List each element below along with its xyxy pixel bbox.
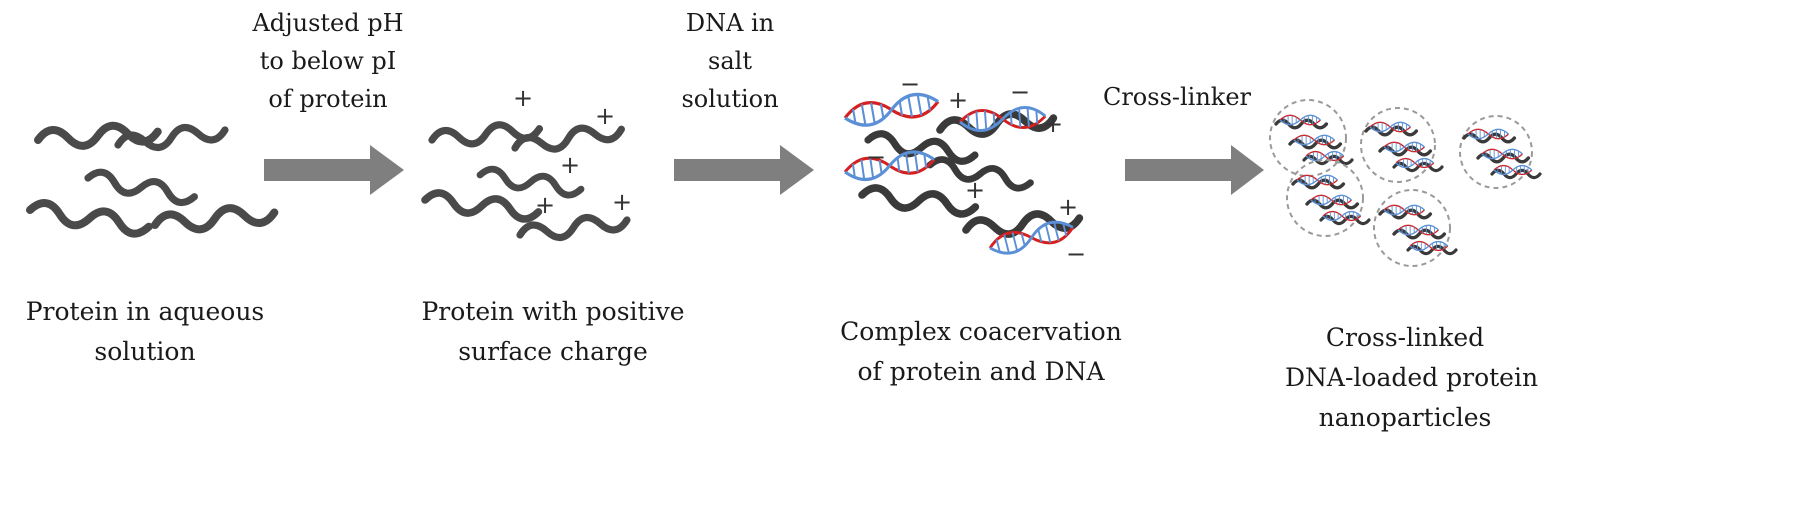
stage-4-caption: Cross-linked DNA-loaded protein nanopart… [1285, 323, 1539, 432]
negative-charge-symbol: − [1066, 240, 1086, 268]
positive-charge-symbol: + [595, 102, 615, 130]
stage-1-caption: Protein in aqueous solution [25, 297, 265, 366]
stage-2-caption: Protein with positive surface charge [421, 297, 685, 366]
step-2-label: DNA in salt solution [681, 9, 779, 113]
negative-charge-symbol: − [900, 70, 920, 98]
nanoparticle [1373, 189, 1456, 267]
positive-charge-symbol: + [1058, 193, 1078, 221]
negative-charge-symbol: − [866, 143, 886, 171]
negative-charge-symbol: − [1010, 78, 1030, 106]
arrow-2 [674, 145, 814, 195]
nanoparticle [1459, 115, 1540, 189]
positive-charge-symbol: + [965, 176, 985, 204]
stage-2-charges: + + + + + [513, 84, 632, 219]
positive-charge-symbol: + [513, 84, 533, 112]
positive-charge-symbol: + [535, 191, 555, 219]
nanoparticle [1269, 99, 1352, 177]
stage-3-caption: Complex coacervation of protein and DNA [840, 317, 1122, 386]
arrow-3 [1125, 145, 1264, 195]
positive-charge-symbol: + [612, 188, 632, 216]
step-1-label: Adjusted pH to below pI of protein [252, 9, 404, 113]
stage-2-proteins [424, 121, 628, 243]
nanoparticle [1360, 107, 1442, 183]
stage-3-charges: − + − + − + + − [866, 70, 1086, 268]
stage-1-proteins [29, 122, 276, 236]
stage-4-nanoparticles [1269, 99, 1540, 267]
arrow-1 [264, 145, 404, 195]
positive-charge-symbol: + [560, 151, 580, 179]
nanoparticle [1286, 159, 1369, 237]
step-3-label: Cross-linker [1102, 83, 1252, 111]
positive-charge-symbol: + [1043, 110, 1063, 138]
positive-charge-symbol: + [948, 86, 968, 114]
